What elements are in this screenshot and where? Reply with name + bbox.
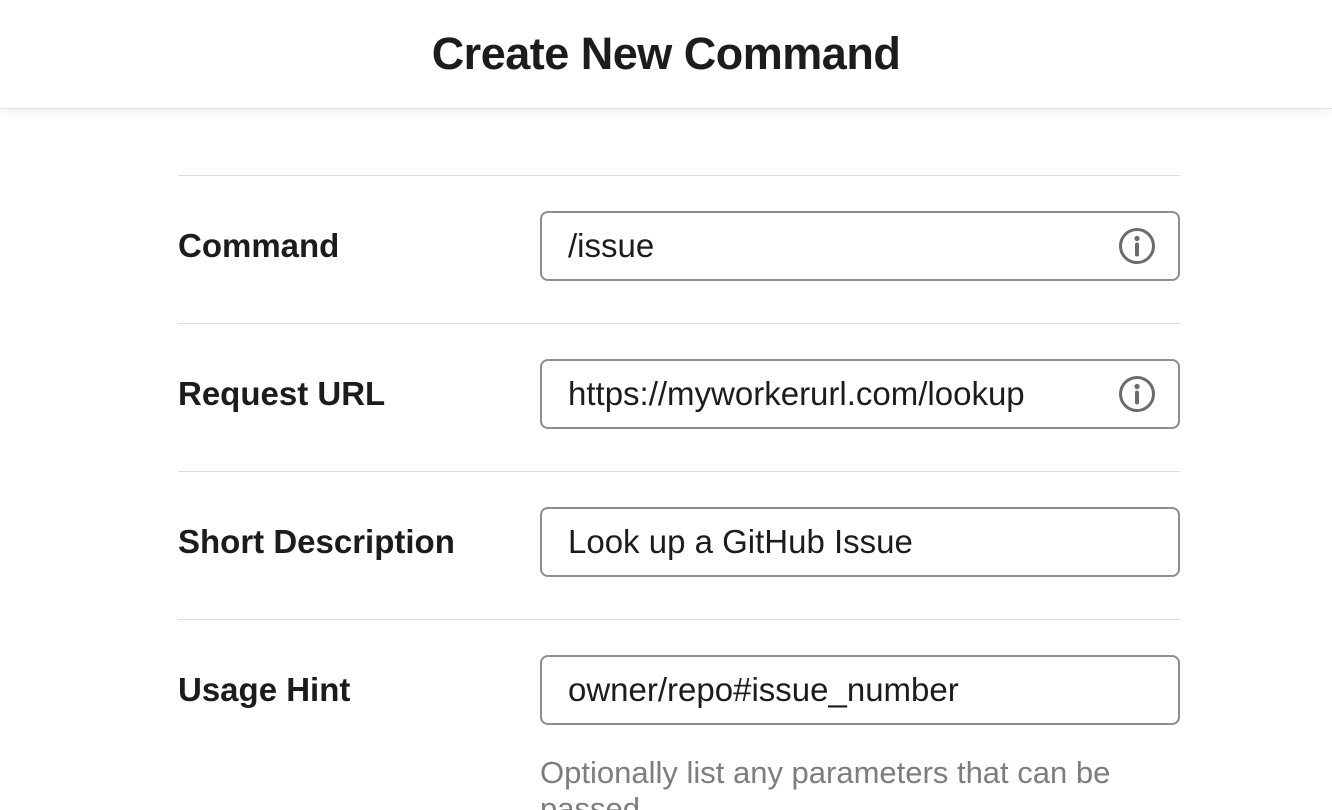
request-url-input[interactable] <box>540 359 1180 429</box>
info-icon[interactable] <box>1118 375 1156 413</box>
form-row-short-description: Short Description <box>178 471 1180 619</box>
request-url-label: Request URL <box>178 375 386 412</box>
short-description-input[interactable] <box>540 507 1180 577</box>
page-title: Create New Command <box>431 28 901 79</box>
form-row-request-url: Request URL <box>178 323 1180 471</box>
form-row-command: Command <box>178 175 1180 323</box>
usage-hint-helper-text: Optionally list any parameters that can … <box>540 755 1111 810</box>
command-label: Command <box>178 227 340 264</box>
create-command-form: Command Request URL <box>178 175 1180 810</box>
form-row-usage-hint: Usage Hint Optionally list any parameter… <box>178 619 1180 810</box>
modal-header: Create New Command <box>0 0 1332 109</box>
usage-hint-input[interactable] <box>540 655 1180 725</box>
short-description-label: Short Description <box>178 523 455 560</box>
command-input[interactable] <box>540 211 1180 281</box>
info-icon[interactable] <box>1118 227 1156 265</box>
usage-hint-label: Usage Hint <box>178 671 351 708</box>
